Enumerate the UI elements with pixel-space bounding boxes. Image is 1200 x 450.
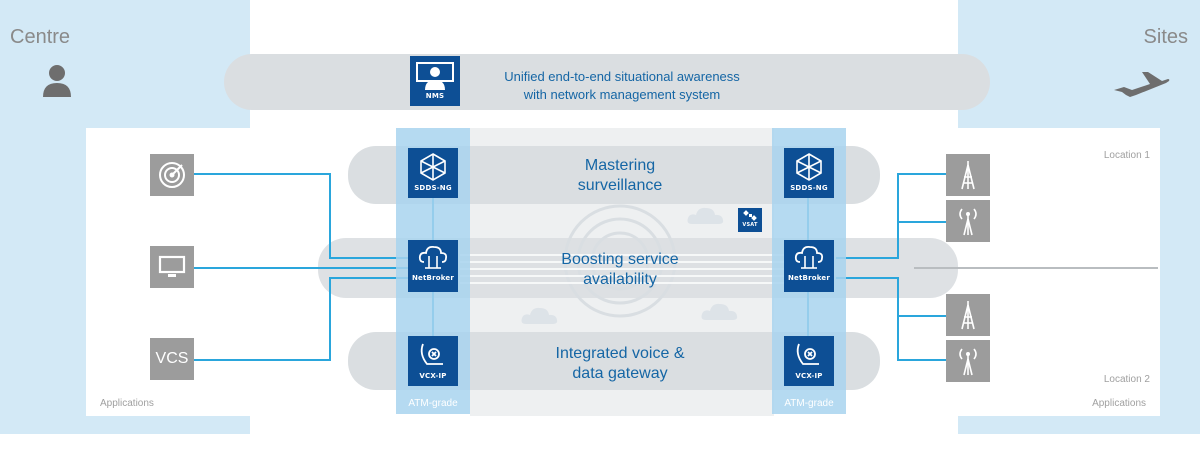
satellite-icon [743,210,757,221]
left-netbroker-caption: NetBroker [411,274,455,282]
availability-line1: Boosting service [561,251,679,268]
availability-label: Boosting service availability [500,250,740,290]
network-mesh-icon [420,153,446,181]
vsat-caption: VSAT [742,222,758,228]
location-2-label: Location 2 [1103,374,1150,385]
cloud-network-icon [794,245,824,269]
surveillance-line2: surveillance [577,177,663,194]
monitor-operator-icon [416,62,454,90]
nms-caption: NMS [425,92,445,100]
gateway-label: Integrated voice & data gateway [500,344,740,384]
globe-decoration [563,204,677,318]
voice-gateway-icon [420,343,443,365]
voice-gateway-icon [796,343,819,365]
cloud-icon [521,307,558,324]
vcs-application[interactable]: VCS [150,338,194,380]
radio-tower-icon [959,348,977,376]
left-sdds-ng-caption: SDDS-NG [414,184,452,192]
cloud-network-icon [418,245,448,269]
surveillance-label: Mastering surveillance [520,156,720,196]
nms-description: Unified end-to-end situational awareness… [478,68,766,104]
right-vcx-ip-caption: VCX-IP [795,372,823,380]
antenna-tower-icon [961,161,975,190]
person-icon [43,65,71,97]
left-atm-grade-label: ATM-grade [408,398,458,409]
right-atm-grade-label: ATM-grade [784,398,834,409]
radar-application[interactable] [150,154,194,196]
right-sdds-ng-caption: SDDS-NG [790,184,828,192]
network-mesh-icon [796,153,822,181]
cloud-icon [701,303,738,320]
sites-title: Sites [1143,26,1188,48]
site-radio-1[interactable] [946,200,990,242]
sites-locations-panel [958,128,1160,416]
airplane-icon [1114,72,1170,97]
right-applications-label: Applications [1092,398,1146,409]
vcs-label: VCS [155,350,189,367]
left-vcx-ip-caption: VCX-IP [419,372,447,380]
display-application[interactable] [150,246,194,288]
right-vcx-ip-product[interactable]: VCX-IP [784,336,834,386]
site-antenna-1[interactable] [946,154,990,196]
gateway-line2: data gateway [572,365,668,382]
nms-product[interactable]: NMS [410,56,460,106]
site-radio-2[interactable] [946,340,990,382]
surveillance-line1: Mastering [584,157,656,174]
vsat-product[interactable]: VSAT [738,208,762,232]
left-applications-label: Applications [100,398,154,409]
gateway-line1: Integrated voice & [555,345,685,362]
availability-line2: availability [583,271,657,288]
right-netbroker-caption: NetBroker [787,274,831,282]
right-netbroker-product[interactable]: NetBroker [784,240,834,292]
left-sdds-ng-product[interactable]: SDDS-NG [408,148,458,198]
centre-title: Centre [10,26,71,48]
nms-description-line2: with network management system [523,87,721,102]
antenna-tower-icon [961,301,975,330]
site-antenna-2[interactable] [946,294,990,336]
left-vcx-ip-product[interactable]: VCX-IP [408,336,458,386]
left-netbroker-product[interactable]: NetBroker [408,240,458,292]
radar-icon [159,162,185,188]
nms-description-line1: Unified end-to-end situational awareness [504,69,740,84]
cloud-icon [687,207,724,224]
nms-band [224,54,990,110]
radio-tower-icon [959,208,977,236]
right-sdds-ng-product[interactable]: SDDS-NG [784,148,834,198]
location-1-label: Location 1 [1103,150,1150,161]
monitor-icon [158,255,186,277]
